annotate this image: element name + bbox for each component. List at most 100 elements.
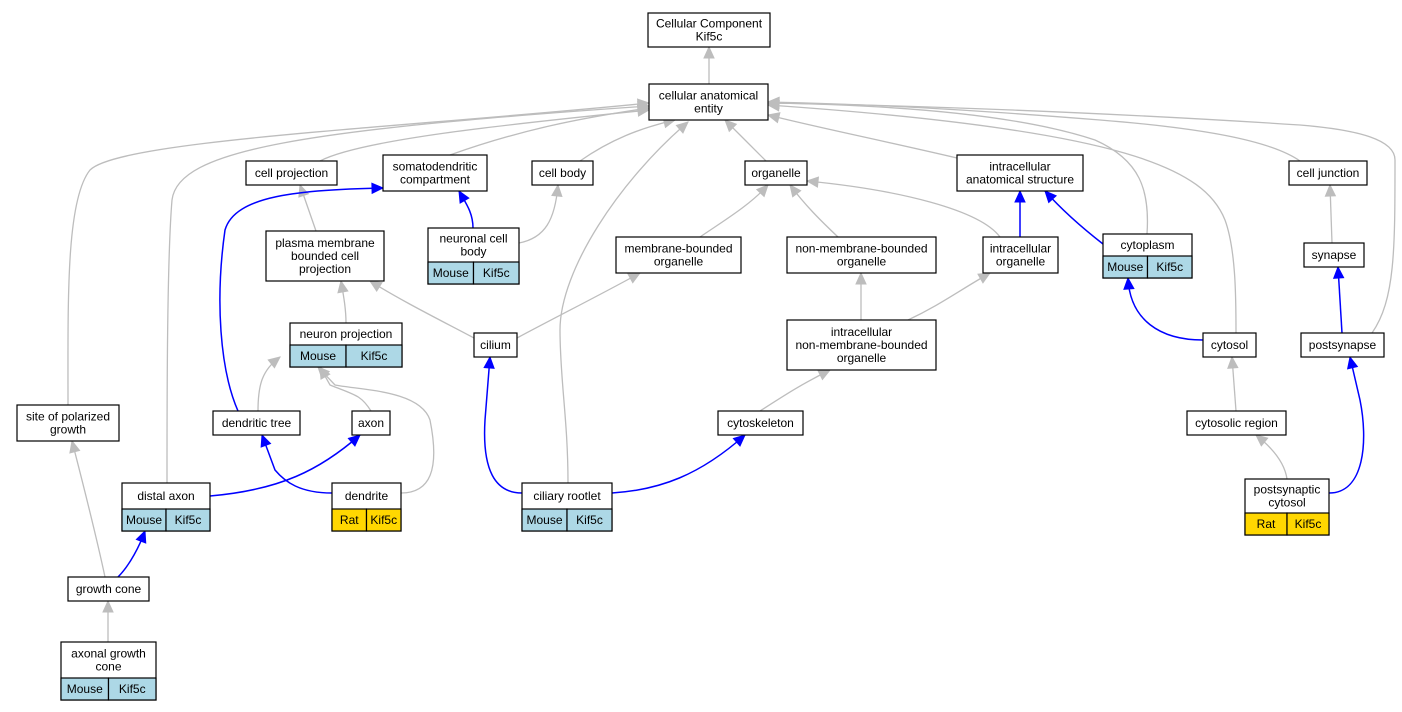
node-label: organelle <box>751 166 801 180</box>
node-box <box>648 83 769 121</box>
node-label: axon <box>358 416 384 430</box>
edge-dtree-to-np <box>257 356 281 412</box>
node-cbody[interactable]: cell body <box>531 160 594 186</box>
edge-line <box>518 184 559 244</box>
edge-line <box>907 272 991 321</box>
node-label: synapse <box>1312 248 1357 262</box>
arrowhead-icon <box>102 599 114 613</box>
node-cytosol[interactable]: cytosol <box>1202 332 1257 358</box>
species-label: Mouse <box>300 349 336 363</box>
node-inmbo[interactable]: intracellularnon-membrane-boundedorganel… <box>786 319 937 371</box>
edge-line <box>699 184 769 238</box>
node-box <box>956 154 1084 192</box>
edge-crt-to-csk <box>611 434 746 494</box>
edge-line <box>209 434 361 497</box>
edge-io-to-org <box>805 176 1001 238</box>
node-axon[interactable]: axon <box>351 410 391 436</box>
edge-line <box>261 434 333 494</box>
node-label: Cellular Component <box>656 17 763 31</box>
arrowhead-icon <box>483 355 495 369</box>
node-csk[interactable]: cytoskeleton <box>717 410 804 436</box>
node-box <box>786 319 937 371</box>
arrowhead-icon <box>135 529 147 544</box>
node-dtree[interactable]: dendritic tree <box>212 410 301 436</box>
edge-line <box>449 107 650 156</box>
node-label: site of polarized <box>26 410 110 424</box>
node-label: dendritic tree <box>222 416 292 430</box>
gene-badge <box>1286 512 1330 536</box>
edge-line <box>71 440 106 578</box>
edge-line <box>317 366 435 494</box>
edge-line <box>579 119 676 162</box>
node-label: growth <box>50 423 86 437</box>
node-box <box>1186 410 1287 436</box>
node-label: organelle <box>837 351 887 365</box>
edge-pscyt-to-cr <box>1255 434 1288 480</box>
node-psyn[interactable]: postsynapse <box>1300 332 1385 358</box>
edge-cjunc-to-cae <box>766 96 1301 162</box>
gene-label: Kif5c <box>119 682 146 696</box>
node-label: organelle <box>654 255 704 269</box>
node-label: distal axon <box>137 489 194 503</box>
arrowhead-icon <box>1255 434 1269 447</box>
node-cr[interactable]: cytosolic region <box>1186 410 1287 436</box>
node-gc[interactable]: growth cone <box>67 576 150 602</box>
node-label: cell projection <box>255 166 328 180</box>
arrowhead-icon <box>337 279 349 294</box>
node-label: ciliary rootlet <box>533 489 601 503</box>
arrowhead-icon <box>267 356 281 369</box>
edge-line <box>767 104 1237 334</box>
node-label: cytoskeleton <box>727 416 794 430</box>
edge-ncb-to-sdc <box>458 189 474 229</box>
node-label: Kif5c <box>696 30 723 44</box>
edges-layer <box>67 45 1396 642</box>
node-label: cellular anatomical <box>659 89 758 103</box>
edge-agc-to-gc <box>102 599 114 642</box>
node-cproj[interactable]: cell projection <box>245 160 338 186</box>
edge-gc-to-dax <box>117 529 147 578</box>
edge-mbo-to-org <box>699 184 769 238</box>
node-label: organelle <box>837 255 887 269</box>
gene-badge <box>472 261 520 285</box>
edge-line <box>1044 190 1104 245</box>
node-cil[interactable]: cilium <box>473 332 518 358</box>
arrowhead-icon <box>627 272 642 284</box>
node-label: organelle <box>996 255 1046 269</box>
arrowhead-icon <box>637 101 651 113</box>
edge-line <box>611 434 746 494</box>
node-org[interactable]: organelle <box>744 160 808 186</box>
gene-label: Kif5c <box>1295 517 1322 531</box>
gene-label: Kif5c <box>361 349 388 363</box>
node-syn[interactable]: synapse <box>1303 242 1365 268</box>
arrowhead-icon <box>1123 276 1135 290</box>
gene-label: Kif5c <box>576 513 603 527</box>
species-label: Rat <box>1257 517 1276 531</box>
node-label: cell body <box>539 166 586 180</box>
node-box <box>786 236 937 274</box>
arrowhead-icon <box>732 434 746 447</box>
arrowhead-icon <box>766 112 781 124</box>
edge-line <box>1328 356 1365 494</box>
arrowhead-icon <box>371 182 385 195</box>
node-cjunc[interactable]: cell junction <box>1288 160 1368 186</box>
node-label: bounded cell <box>291 249 359 263</box>
edge-cytosol-to-cae <box>766 100 1237 334</box>
